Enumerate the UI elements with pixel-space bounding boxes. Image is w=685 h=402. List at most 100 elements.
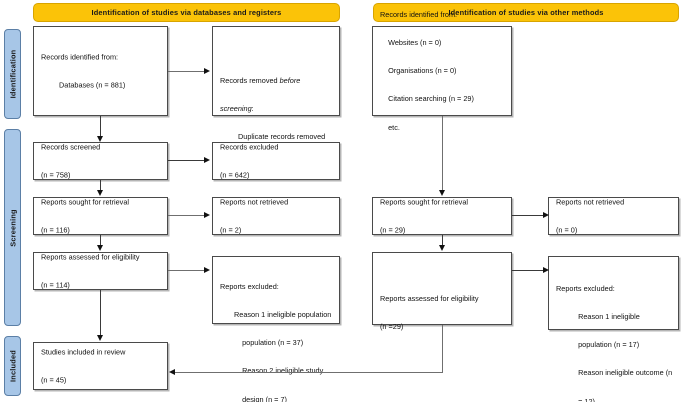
records-removed-lead: Records removed — [220, 75, 280, 85]
box-records-excluded: Records excluded (n = 642) — [212, 142, 340, 180]
connector-identified-to-removed — [168, 71, 205, 73]
reports-not-retrieved-left-line1: Reports not retrieved — [220, 197, 289, 207]
reports-assessed-right-line1: Reports assessed for eligibility — [380, 293, 479, 303]
arrow-identified-to-screened-icon — [96, 136, 103, 142]
records-screened-text: Records screened (n = 758) — [41, 123, 162, 198]
phase-label-identification: Identification — [4, 29, 21, 119]
arrow-sought-to-not-retrieved-left-icon — [204, 211, 210, 218]
studies-included-line2: (n = 45) — [41, 375, 67, 385]
phase-label-screening: Screening — [4, 129, 21, 326]
arrow-other-to-sought-right-icon — [438, 190, 445, 196]
records-removed-italic-screening: screening — [220, 104, 252, 114]
records-identified-other-line1: Records identified from: — [380, 9, 458, 19]
phase-included-text: Included — [8, 350, 17, 382]
records-identified-text: Records identified from: Databases (n = … — [41, 33, 162, 108]
records-excluded-line1: Records excluded — [220, 142, 279, 152]
box-records-screened: Records screened (n = 758) — [33, 142, 168, 180]
arrow-assessed-to-excluded-right-icon — [543, 266, 549, 273]
reports-sought-left-line2: (n = 116) — [41, 225, 70, 235]
box-reports-assessed-for-eligibility-other: Reports assessed for eligibility (n =29) — [372, 252, 512, 331]
box-records-identified-from-databases: Records identified from: Databases (n = … — [33, 26, 168, 116]
reports-sought-right-text: Reports sought for retrieval (n = 29) — [380, 178, 506, 253]
box-reports-excluded-databases: Reports excluded: Reason 1 ineligible po… — [212, 256, 340, 402]
arrow-sought-to-assessed-right-icon — [438, 245, 445, 251]
reports-assessed-left-line2: (n = 114) — [41, 280, 70, 290]
arrow-identified-to-removed-icon — [204, 67, 210, 74]
connector-screened-to-excluded — [168, 160, 205, 162]
box-studies-included-in-review: Studies included in review (n = 45) — [33, 342, 168, 390]
reports-assessed-right-text: Reports assessed for eligibility (n =29) — [380, 275, 506, 350]
reports-not-retrieved-right-text: Reports not retrieved (n = 0) — [556, 178, 673, 253]
reports-not-retrieved-left-line2: (n = 2) — [220, 225, 242, 235]
connector-right-assessed-to-included — [175, 372, 443, 374]
reports-excluded-right-line2: Reason 1 ineligible — [570, 312, 640, 322]
records-identified-line1: Records identified from: — [41, 52, 119, 62]
phase-label-included: Included — [4, 336, 21, 396]
studies-included-line1: Studies included in review — [41, 347, 126, 357]
records-removed-italic-before: before — [279, 75, 301, 85]
arrow-assessed-to-included-icon — [96, 335, 103, 341]
reports-excluded-right-line3: population (n = 17) — [570, 340, 640, 350]
box-reports-sought-for-retrieval-other: Reports sought for retrieval (n = 29) — [372, 197, 512, 235]
records-identified-other-line3: Organisations (n = 0) — [380, 66, 457, 76]
connector-screened-to-sought — [100, 180, 102, 192]
connector-right-assessed-down — [442, 325, 444, 373]
box-reports-not-retrieved-other: Reports not retrieved (n = 0) — [548, 197, 679, 235]
reports-excluded-left-line5: design (n = 7) — [234, 394, 287, 402]
connector-assessed-to-included — [100, 290, 102, 337]
box-reports-sought-for-retrieval-databases: Reports sought for retrieval (n = 116) — [33, 197, 168, 235]
banner-databases-label: Identification of studies via databases … — [91, 8, 282, 17]
arrow-sought-to-not-retrieved-right-icon — [543, 211, 549, 218]
reports-excluded-right-line4: Reason ineligible outcome (n — [570, 368, 673, 378]
connector-sought-to-not-retrieved-right — [512, 215, 545, 217]
banner-identification-databases: Identification of studies via databases … — [33, 3, 340, 22]
arrow-screened-to-sought-icon — [96, 190, 103, 196]
records-excluded-line2: (n = 642) — [220, 170, 250, 180]
arrow-right-to-included-icon — [169, 368, 175, 375]
reports-excluded-left-line3: population (n = 37) — [234, 338, 304, 348]
records-identified-other-text: Records identified from: Websites (n = 0… — [380, 0, 506, 151]
connector-identified-to-screened — [100, 116, 102, 138]
reports-assessed-left-line1: Reports assessed for eligibility — [41, 252, 140, 262]
phase-screening-text: Screening — [8, 208, 17, 247]
reports-excluded-left-line2: Reason 1 ineligible population — [234, 310, 332, 320]
reports-sought-right-line1: Reports sought for retrieval — [380, 197, 469, 207]
reports-excluded-left-line4: Reason 2 ineligible study — [234, 366, 324, 376]
reports-excluded-left-line1: Reports excluded: — [220, 281, 279, 291]
banner-identification-other: Identification of studies via other meth… — [373, 3, 679, 22]
reports-excluded-right-line5: = 12) — [570, 396, 595, 402]
box-records-removed-before-screening: Records removed before screening: Duplic… — [212, 26, 340, 169]
records-removed-line1: Records removed before — [220, 76, 334, 85]
records-screened-line1: Records screened — [41, 142, 101, 152]
records-removed-line1b: screening: — [220, 104, 334, 113]
box-records-identified-other-methods: Records identified from: Websites (n = 0… — [372, 10, 512, 132]
records-removed-line2: Duplicate records removed — [238, 132, 326, 142]
reports-not-retrieved-right-line2: (n = 0) — [556, 225, 578, 235]
records-identified-other-line5: etc. — [380, 122, 400, 132]
reports-excluded-right-text: Reports excluded: Reason 1 ineligible po… — [556, 265, 673, 402]
reports-assessed-right-line2: (n =29) — [380, 322, 404, 332]
connector-sought-to-assessed-right — [442, 235, 444, 247]
box-reports-excluded-other: Reports excluded: Reason 1 ineligible po… — [548, 256, 679, 402]
reports-not-retrieved-left-text: Reports not retrieved (n = 2) — [220, 178, 334, 253]
banner-other-label: Identification of studies via other meth… — [448, 8, 604, 17]
records-identified-other-line4: Citation searching (n = 29) — [380, 94, 474, 104]
reports-sought-left-text: Reports sought for retrieval (n = 116) — [41, 178, 162, 253]
connector-sought-to-not-retrieved-left — [168, 215, 205, 217]
arrow-sought-to-assessed-left-icon — [96, 245, 103, 251]
records-identified-other-line2: Websites (n = 0) — [380, 38, 442, 48]
arrow-screened-to-excluded-icon — [204, 156, 210, 163]
reports-sought-left-line1: Reports sought for retrieval — [41, 197, 130, 207]
connector-sought-to-assessed-left — [100, 235, 102, 247]
records-screened-line2: (n = 758) — [41, 170, 71, 180]
phase-identification-text: Identification — [8, 49, 17, 99]
connector-assessed-to-excluded-left — [168, 270, 205, 272]
reports-sought-right-line2: (n = 29) — [380, 225, 406, 235]
reports-excluded-left-text: Reports excluded: Reason 1 ineligible po… — [220, 263, 334, 402]
records-excluded-text: Records excluded (n = 642) — [220, 123, 334, 198]
records-removed-colon: : — [251, 104, 254, 114]
connector-assessed-to-excluded-right — [512, 270, 545, 272]
arrow-assessed-to-excluded-left-icon — [204, 266, 210, 273]
reports-excluded-right-line1: Reports excluded: — [556, 283, 615, 293]
